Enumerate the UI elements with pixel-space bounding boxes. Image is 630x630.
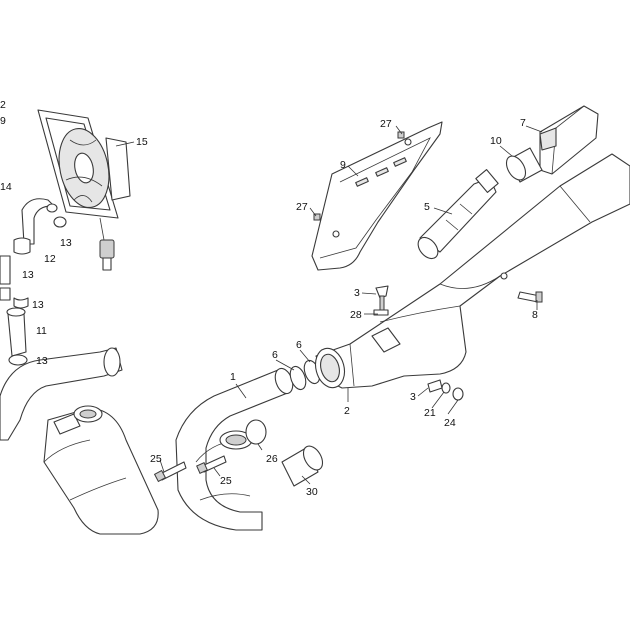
callout-24: 24 <box>444 417 456 429</box>
end-cap-part <box>505 105 599 183</box>
mount-fasteners-part <box>373 285 389 316</box>
callout-30: 30 <box>306 486 318 498</box>
callout-25-left: 25 <box>150 453 162 465</box>
callout-21: 21 <box>424 407 436 419</box>
callout-13-c: 13 <box>32 299 44 311</box>
callout-3-lower: 3 <box>410 391 416 403</box>
coupling-part <box>281 445 324 487</box>
callout-27-left: 27 <box>296 201 308 213</box>
callout-5: 5 <box>424 201 430 213</box>
callout-8: 8 <box>532 309 538 321</box>
callout-6-left: 6 <box>272 349 278 361</box>
callout-2: 2 <box>344 405 350 417</box>
callout-9: 9 <box>340 159 346 171</box>
callout-13-d: 13 <box>36 355 48 367</box>
callout-edge-2: 2 <box>0 99 6 111</box>
callout-27-top: 27 <box>380 118 392 130</box>
clamp-ring-part <box>245 419 267 445</box>
callout-25-right: 25 <box>220 475 232 487</box>
callout-14: 14 <box>0 181 12 193</box>
washers-part <box>427 379 464 401</box>
leader-lines <box>115 125 543 485</box>
callout-13-a: 13 <box>60 237 72 249</box>
silencer-body-part <box>314 153 630 389</box>
coolant-hoses-part <box>0 198 67 366</box>
callout-15: 15 <box>136 136 148 148</box>
callout-26: 26 <box>266 453 278 465</box>
callout-12: 12 <box>44 253 56 265</box>
callout-1: 1 <box>230 371 236 383</box>
callout-labels: 1 2 3 3 5 6 6 7 8 9 10 11 12 13 13 13 13… <box>0 99 538 498</box>
callout-6-right: 6 <box>296 339 302 351</box>
radiator-fan-part <box>37 109 131 271</box>
heat-shield-part <box>311 121 443 271</box>
flange-bolts-part <box>153 455 227 483</box>
front-header-left-part <box>0 347 159 535</box>
callout-3-upper: 3 <box>354 287 360 299</box>
callout-13-b: 13 <box>22 269 34 281</box>
front-header-pipe-part <box>175 367 294 531</box>
bolt-8-part <box>517 291 543 303</box>
link-pipe-part <box>417 169 499 260</box>
callout-10: 10 <box>490 135 502 147</box>
callout-edge-9: 9 <box>0 115 6 127</box>
callout-7: 7 <box>520 117 526 129</box>
callout-11: 11 <box>36 325 47 337</box>
callout-28: 28 <box>350 309 362 321</box>
